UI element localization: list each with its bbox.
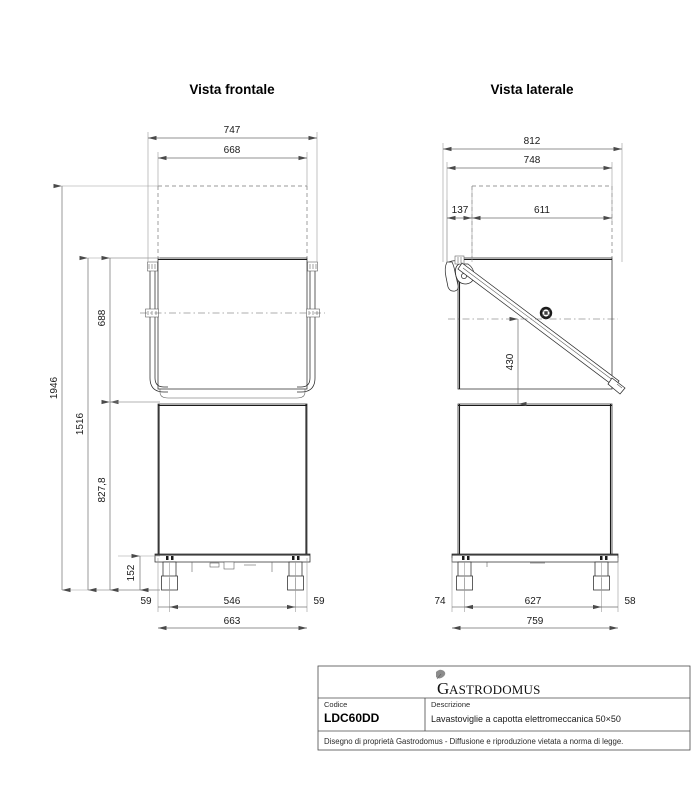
front-dim-base-group: 59 546 59 663	[140, 558, 325, 631]
side-dim-611-text: 611	[534, 205, 550, 216]
front-hood-handle-left	[145, 261, 168, 393]
front-dim-152-text: 152	[126, 564, 137, 581]
side-dim-137: 137	[446, 186, 473, 262]
title-block: G ASTRODOMUS Codice LDC60DD Descrizione …	[317, 665, 691, 751]
front-dim-59-right-text: 59	[313, 596, 325, 607]
side-dim-430-text: 430	[505, 353, 516, 370]
side-dim-812-text: 812	[524, 136, 541, 147]
front-dim-546-text: 546	[224, 596, 241, 607]
front-dim-width-668: 668	[157, 145, 308, 190]
front-hood-handle-right	[297, 261, 320, 393]
footer-note: Disegno di proprietà Gastrodomus - Diffu…	[324, 737, 623, 746]
description-label: Descrizione	[431, 700, 470, 709]
front-dim-59-left-text: 59	[140, 596, 152, 607]
side-view-title: Vista laterale	[490, 82, 574, 97]
front-dim-1516-text: 1516	[75, 412, 86, 435]
front-dim-827-text: 827,8	[97, 477, 108, 502]
side-foot-left	[456, 561, 473, 591]
description-value: Lavastoviglie a capotta elettromeccanica…	[431, 714, 621, 724]
front-dim-747-text: 747	[224, 125, 241, 136]
side-dim-748-text: 748	[524, 155, 541, 166]
side-dim-611: 611	[472, 190, 613, 222]
front-hood-bottom-trim	[159, 389, 306, 399]
front-base-plinth	[154, 553, 311, 572]
side-dim-430: 430	[505, 316, 527, 407]
side-dim-627-text: 627	[525, 596, 542, 607]
side-cabinet-body	[457, 403, 613, 559]
front-cabinet-body	[157, 403, 308, 559]
title-block-logo: G ASTRODOMUS	[436, 669, 541, 698]
front-dim-width-747: 747	[147, 125, 318, 262]
code-label: Codice	[324, 700, 347, 709]
side-lever-knob	[539, 306, 553, 320]
front-dim-height-152: 152	[118, 553, 160, 593]
logo-wordmark: ASTRODOMUS	[449, 682, 541, 697]
front-dim-688-text: 688	[97, 309, 108, 326]
front-view-title: Vista frontale	[189, 82, 275, 97]
side-dim-759-text: 759	[527, 616, 544, 627]
logo-initial: G	[437, 679, 449, 698]
side-dim-58-text: 58	[624, 596, 636, 607]
front-view-drawing: 747 668 1946 1516	[49, 125, 325, 631]
front-hood-body	[157, 257, 308, 390]
front-hood-open-outline	[157, 185, 308, 258]
front-dim-1946-text: 1946	[49, 376, 60, 399]
side-dim-base-group: 74 627 58 759	[434, 558, 636, 631]
side-lever-arm	[457, 262, 626, 395]
code-value: LDC60DD	[324, 711, 380, 725]
side-dim-74-text: 74	[434, 596, 446, 607]
front-dim-663-text: 663	[224, 616, 241, 627]
side-dim-137-text: 137	[452, 205, 469, 216]
front-dim-668-text: 668	[224, 145, 241, 156]
side-view-drawing: 812 748 137 611 430	[434, 136, 636, 631]
side-dim-depth-812: 812	[442, 136, 623, 262]
